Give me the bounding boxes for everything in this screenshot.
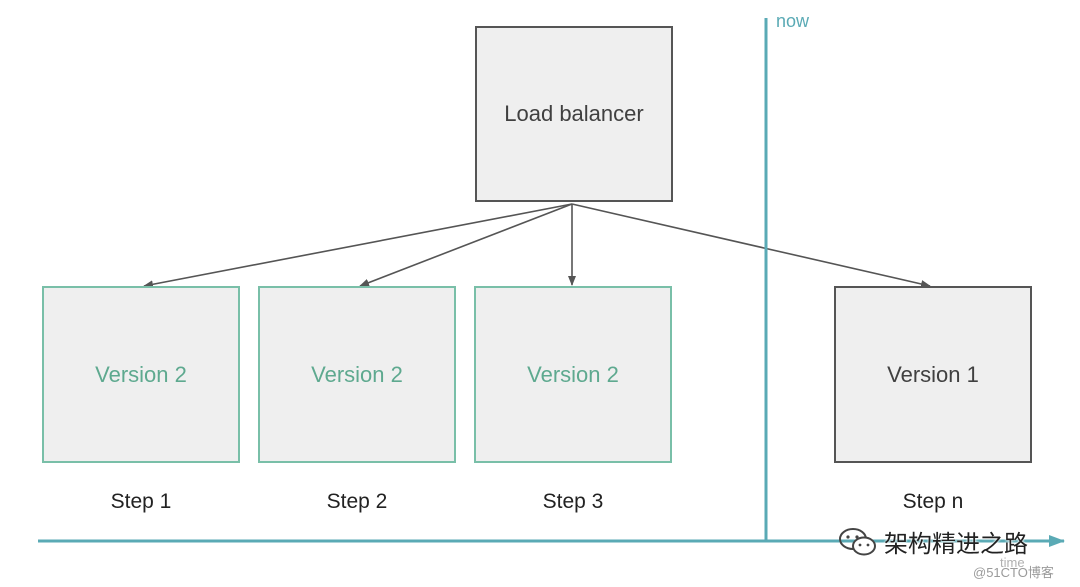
node-label: Version 2 bbox=[311, 361, 403, 387]
node-step-n: Version 1 bbox=[834, 286, 1032, 463]
step-label-n: Step n bbox=[902, 490, 964, 513]
load-balancer-box: Load balancer bbox=[475, 26, 673, 202]
step-label-2: Step 2 bbox=[326, 490, 388, 513]
node-label: Version 2 bbox=[95, 361, 187, 387]
time-axis-label: time bbox=[1000, 555, 1025, 570]
arrow-to-step-1 bbox=[143, 203, 573, 289]
arrow-to-step-2 bbox=[359, 203, 573, 287]
now-label: now bbox=[776, 11, 810, 31]
node-step-3: Version 2 bbox=[474, 286, 672, 463]
node-label: Version 1 bbox=[887, 361, 979, 387]
watermark-text: 架构精进之路 bbox=[884, 531, 1028, 558]
watermark: 架构精进之路 bbox=[838, 524, 1028, 559]
node-step-2: Version 2 bbox=[258, 286, 456, 463]
wechat-icon bbox=[839, 527, 876, 555]
step-label-1: Step 1 bbox=[110, 490, 172, 513]
watermark-credit: @51CTO博客 bbox=[973, 565, 1054, 580]
step-label-3: Step 3 bbox=[542, 490, 604, 513]
load-balancer-label: Load balancer bbox=[504, 101, 644, 126]
arrow-to-step-n bbox=[571, 203, 931, 288]
node-step-1: Version 2 bbox=[42, 286, 240, 463]
node-label: Version 2 bbox=[527, 361, 619, 387]
